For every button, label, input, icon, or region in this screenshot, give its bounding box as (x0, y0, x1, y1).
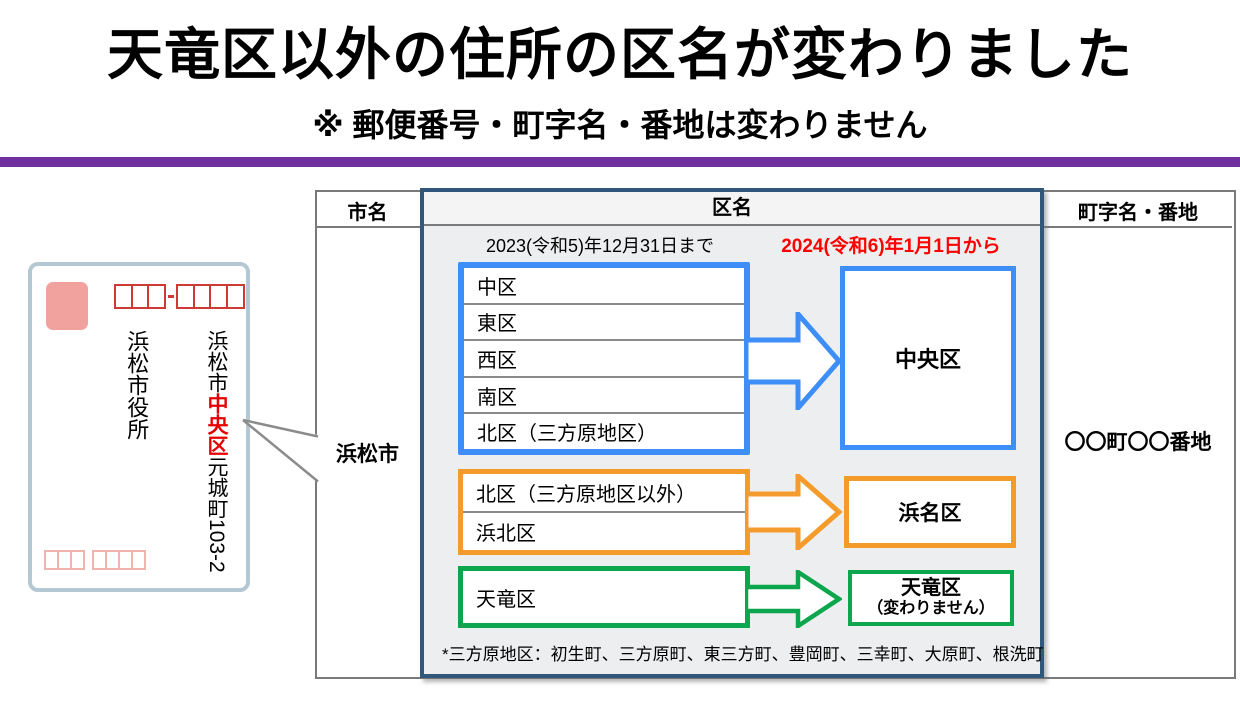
ward-change-panel: 区名 2023(令和5)年12月31日まで 2024(令和6)年1月1日から 中… (420, 188, 1044, 678)
new-ward-box-hamana: 浜名区 (844, 476, 1016, 548)
mikatahara-footnote: *三方原地区：初生町、三方原町、東三方町、豊岡町、三幸町、大原町、根洗町 (442, 645, 1044, 664)
old-wards-list-chuo: 中区 東区 西区 南区 北区（三方原地区） (458, 262, 750, 455)
envelope-recipient: 浜松市役所 (124, 330, 150, 440)
before-date-label: 2023(令和5)年12月31日まで (485, 236, 715, 256)
old-ward-item: 北区（三方原地区以外） (476, 484, 696, 506)
address-city: 浜松市 (205, 330, 228, 393)
envelope-address: 浜松市中央区元城町103-2 (205, 330, 228, 573)
column-header-town-block: 町字名・番地 (1078, 202, 1198, 224)
envelope-illustration: 浜松市中央区元城町103-2 浜松市役所 (28, 262, 250, 592)
old-ward-item: 東区 (464, 302, 744, 340)
old-wards-list-tenryu: 天竜区 (458, 566, 750, 628)
new-ward-name: 中央区 (894, 347, 961, 372)
orange-arrow-icon (746, 474, 842, 550)
old-ward-item: 北区（三方原地区） (464, 412, 744, 449)
stamp-icon (46, 282, 88, 330)
address-number: 103-2 (205, 519, 228, 573)
address-town: 元城町 (205, 456, 228, 519)
postal-code-boxes-icon (114, 284, 245, 309)
after-date-label: 2024(令和6)年1月1日から (781, 236, 1001, 257)
new-ward-box-chuo: 中央区 (840, 266, 1016, 450)
town-block-cell: 〇〇町〇〇番地 (1064, 431, 1212, 454)
blue-arrow-icon (746, 312, 842, 410)
new-ward-box-tenryu: 天竜区 （変わりません） (848, 570, 1014, 626)
old-ward-item: 西区 (464, 339, 744, 376)
new-ward-name: 浜名区 (898, 502, 962, 525)
old-ward-item: 天竜区 (476, 588, 536, 611)
page-subtitle: ※ 郵便番号・町字名・番地は変わりません (312, 107, 928, 143)
city-name-cell: 浜松市 (336, 443, 399, 466)
page-title: 天竜区以外の住所の区名が変わりました (107, 23, 1133, 86)
old-wards-list-hamana: 北区（三方原地区以外） 浜北区 (458, 469, 750, 555)
column-header-city: 市名 (347, 202, 388, 224)
old-ward-item: 浜北区 (463, 511, 745, 550)
old-ward-item: 南区 (464, 375, 744, 413)
new-ward-name: 天竜区 (901, 577, 961, 600)
sender-postal-boxes-icon (44, 550, 146, 570)
new-ward-note: （変わりません） (867, 600, 995, 618)
address-ward-highlight: 中央区 (205, 393, 228, 456)
divider-bar (0, 157, 1240, 167)
old-ward-item: 中区 (477, 276, 517, 299)
column-header-ward: 区名 (424, 192, 1040, 226)
green-arrow-icon (746, 570, 842, 628)
